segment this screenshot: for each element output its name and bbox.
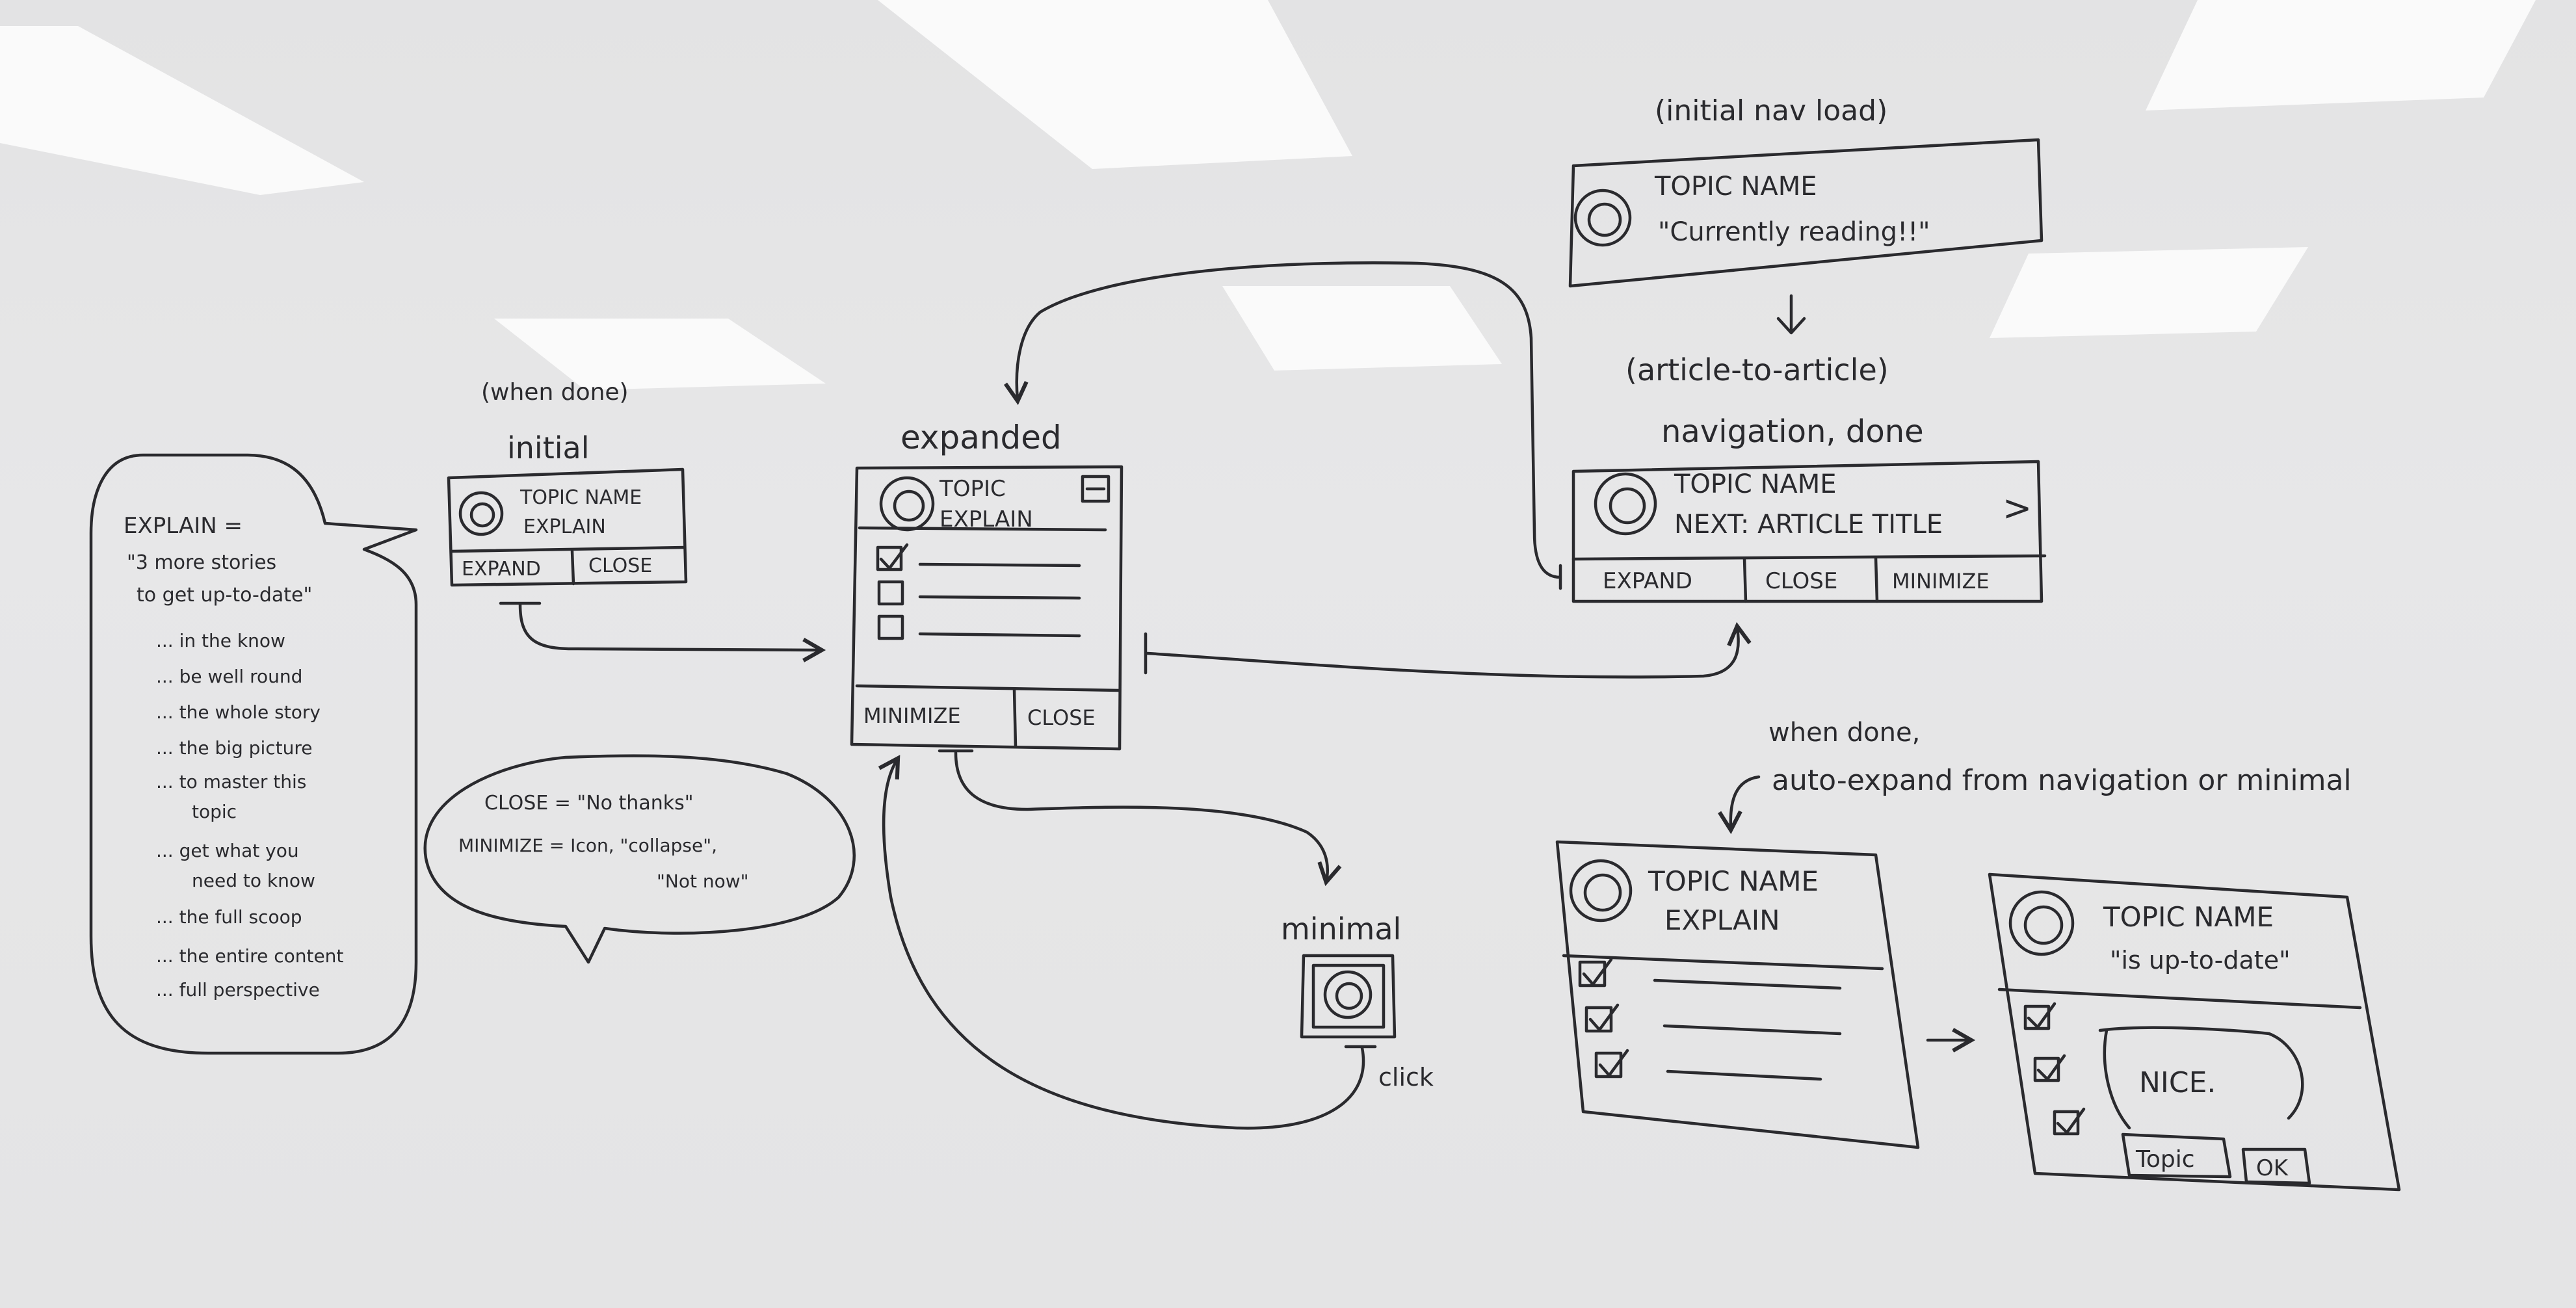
- arrow-down: [1776, 294, 1806, 335]
- arrow-navigation-to-expanded: [1017, 261, 1562, 590]
- explain-item: ... the entire content: [156, 945, 343, 967]
- nav-done-widget: (article-to-article) navigation, done TO…: [1571, 352, 2047, 603]
- expanded-widget: expanded TOPIC EXPLAIN MINIMIZE CLOSE: [850, 419, 1124, 751]
- arrow-expanded-to-navigation: [1144, 627, 1739, 679]
- auto-expand-note-line-2: auto-expand from navigation or minimal: [1772, 764, 2352, 797]
- nav-done-expand-button[interactable]: EXPAND: [1603, 568, 1692, 594]
- ceiling-light-reflections: [0, 0, 2536, 390]
- nav-done-note-line-1: (article-to-article): [1625, 352, 1889, 387]
- nav-done-minimize-button[interactable]: MINIMIZE: [1892, 569, 1990, 594]
- final-right-title: TOPIC NAME: [2103, 901, 2274, 933]
- auto-expand-note: when done, auto-expand from navigation o…: [1718, 718, 2352, 835]
- nav-done-close-button[interactable]: CLOSE: [1765, 568, 1837, 594]
- checkbox[interactable]: [877, 614, 904, 640]
- initial-label: initial: [507, 430, 590, 465]
- checkbox-checked[interactable]: [1578, 958, 1613, 988]
- ok-button-outline: [2241, 1147, 2311, 1185]
- nav-done-title: TOPIC NAME: [1674, 469, 1837, 499]
- nav-load-note: (initial nav load): [1655, 94, 1887, 127]
- nav-load-widget: (initial nav load) TOPIC NAME "Currently…: [1568, 94, 2044, 335]
- explain-item: need to know: [192, 870, 315, 891]
- arrow-initial-to-expanded: [499, 601, 821, 650]
- minimal-label: minimal: [1281, 911, 1401, 947]
- final-right-subtitle: "is up-to-date": [2110, 946, 2291, 974]
- topic-logo-icon: [2008, 890, 2075, 956]
- topic-logo-icon: [458, 491, 504, 536]
- arrow-auto-expand: [1718, 775, 1761, 835]
- explain-item: ... be well round: [156, 666, 302, 687]
- arrow-expanded-to-minimal: [938, 749, 1328, 881]
- explain-item: ... in the know: [156, 630, 285, 651]
- explain-item: ... the full scoop: [156, 906, 302, 928]
- final-right-ok-button[interactable]: OK: [2256, 1155, 2289, 1181]
- expanded-close-button[interactable]: CLOSE: [1027, 705, 1096, 730]
- checkbox-checked[interactable]: [1584, 1003, 1620, 1033]
- nav-load-subtitle: "Currently reading!!": [1658, 217, 1930, 247]
- explain-item: ... to master this: [156, 771, 306, 792]
- nav-done-subtitle: NEXT: ARTICLE TITLE: [1674, 510, 1943, 540]
- minimize-definition-cont: "Not now": [657, 870, 749, 892]
- checkbox-checked[interactable]: [1594, 1049, 1629, 1079]
- expanded-title: TOPIC: [939, 476, 1006, 502]
- initial-close-button[interactable]: CLOSE: [588, 555, 652, 577]
- explain-quote-line-1: "3 more stories: [127, 551, 276, 574]
- expanded-label: expanded: [900, 419, 1062, 456]
- initial-note: (when done): [481, 379, 629, 406]
- explain-bubble: EXPLAIN = "3 more stories to get up-to-d…: [89, 453, 418, 1055]
- nav-load-title: TOPIC NAME: [1654, 172, 1817, 202]
- chevron-right-icon[interactable]: >: [2003, 488, 2032, 529]
- explain-item: ... get what you: [156, 840, 299, 861]
- checkbox[interactable]: [877, 580, 904, 606]
- minimize-definition: MINIMIZE = Icon, "collapse",: [458, 835, 717, 856]
- close-minimize-bubble: CLOSE = "No thanks" MINIMIZE = Icon, "co…: [423, 754, 856, 964]
- checkbox-checked[interactable]: [2053, 1107, 2086, 1136]
- minimal-widget: minimal click: [1281, 911, 1434, 1092]
- close-definition: CLOSE = "No thanks": [484, 792, 694, 815]
- expanded-minimize-button[interactable]: MINIMIZE: [863, 703, 961, 728]
- minimize-icon[interactable]: [1081, 475, 1111, 503]
- nice-message-bracket: [2098, 1026, 2304, 1130]
- initial-widget: (when done) initial TOPIC NAME EXPLAIN E…: [447, 379, 688, 587]
- initial-subtitle: EXPLAIN: [523, 516, 606, 538]
- topic-logo-icon[interactable]: [1323, 970, 1373, 1019]
- initial-title: TOPIC NAME: [519, 486, 642, 509]
- auto-expand-note-line-1: when done,: [1768, 718, 1920, 748]
- explain-item: ... the big picture: [156, 737, 312, 759]
- checkbox-checked[interactable]: [2033, 1054, 2066, 1082]
- topic-logo-icon: [879, 476, 935, 532]
- explain-quote-line-2: to get up-to-date": [137, 584, 312, 607]
- final-right-nice: NICE.: [2139, 1066, 2216, 1099]
- final-right-topic-button[interactable]: Topic: [2135, 1146, 2195, 1173]
- final-right-widget: TOPIC NAME "is up-to-date" NICE. Topic O…: [1988, 872, 2401, 1192]
- final-left-widget: TOPIC NAME EXPLAIN: [1555, 840, 1920, 1149]
- topic-button-outline: [2121, 1132, 2232, 1179]
- explain-item: ... full perspective: [156, 979, 320, 1001]
- initial-expand-button[interactable]: EXPAND: [462, 558, 541, 581]
- topic-logo-icon: [1569, 859, 1633, 922]
- topic-logo-icon: [1594, 472, 1657, 536]
- arrow-minimal-to-expanded: [878, 755, 1365, 1130]
- checkbox-checked[interactable]: [2023, 1002, 2057, 1030]
- final-left-title: TOPIC NAME: [1648, 865, 1819, 897]
- explain-heading: EXPLAIN =: [124, 513, 243, 539]
- click-note: click: [1378, 1063, 1434, 1092]
- final-left-subtitle: EXPLAIN: [1664, 904, 1780, 936]
- checkbox-checked[interactable]: [876, 543, 909, 571]
- explain-item: ... the whole story: [156, 701, 321, 723]
- explain-item: topic: [192, 801, 237, 822]
- nav-done-note-line-2: navigation, done: [1661, 413, 1924, 450]
- topic-logo-icon: [1573, 189, 1632, 247]
